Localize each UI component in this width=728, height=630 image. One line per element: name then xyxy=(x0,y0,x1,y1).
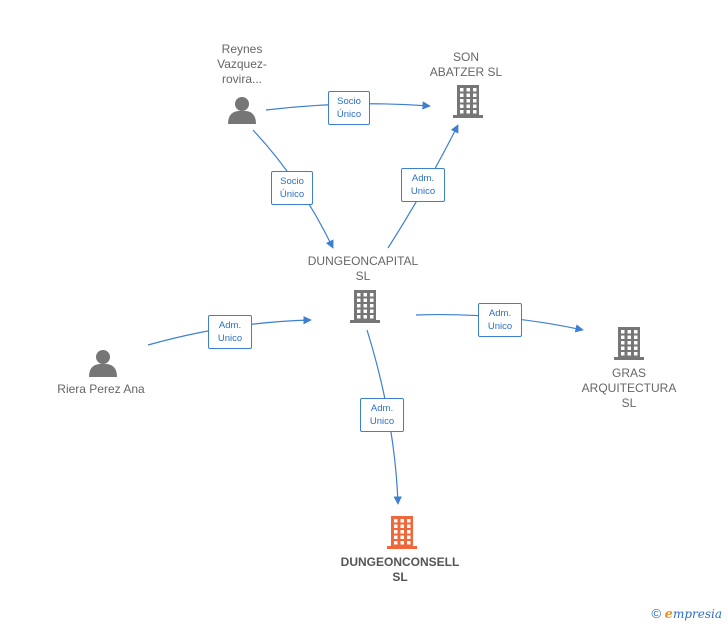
building-icon-gras[interactable] xyxy=(614,327,644,360)
edge-label-dungeoncapital-to-dungeonconsell[interactable]: Adm. Unico xyxy=(360,398,404,432)
node-label-reynes[interactable]: Reynes Vazquez- rovira... xyxy=(217,42,267,86)
copyright-symbol: © xyxy=(651,606,662,621)
building-icon-son_abatzer[interactable] xyxy=(453,85,483,118)
node-label-dungeoncapital[interactable]: DUNGEONCAPITAL SL xyxy=(307,254,419,283)
node-label-son_abatzer[interactable]: SON ABATZER SL xyxy=(429,50,503,79)
empresia-watermark[interactable]: © empresia xyxy=(651,606,722,622)
building-icon-dungeonconsell[interactable] xyxy=(387,516,417,549)
edge-label-reynes-to-dungeoncapital[interactable]: Socio Único xyxy=(271,171,313,205)
empresia-logo-text: mpresia xyxy=(672,607,722,621)
edge-label-dungeoncapital-to-gras[interactable]: Adm. Unico xyxy=(478,303,522,337)
building-icon-dungeoncapital[interactable] xyxy=(350,290,380,323)
edge-label-dungeoncapital-to-son_abatzer[interactable]: Adm. Unico xyxy=(401,168,445,202)
empresia-logo-initial: e xyxy=(664,607,673,622)
node-label-riera[interactable]: Riera Perez Ana xyxy=(57,382,145,396)
edge-label-reynes-to-son_abatzer[interactable]: Socio Único xyxy=(328,91,370,125)
node-label-dungeonconsell[interactable]: DUNGEONCONSELL SL xyxy=(340,555,460,584)
edge-label-riera-to-dungeoncapital[interactable]: Adm. Unico xyxy=(208,315,252,349)
person-icon-riera[interactable] xyxy=(89,350,117,377)
person-icon-reynes[interactable] xyxy=(228,97,256,124)
node-label-gras[interactable]: GRAS ARQUITECTURA SL xyxy=(581,366,677,410)
